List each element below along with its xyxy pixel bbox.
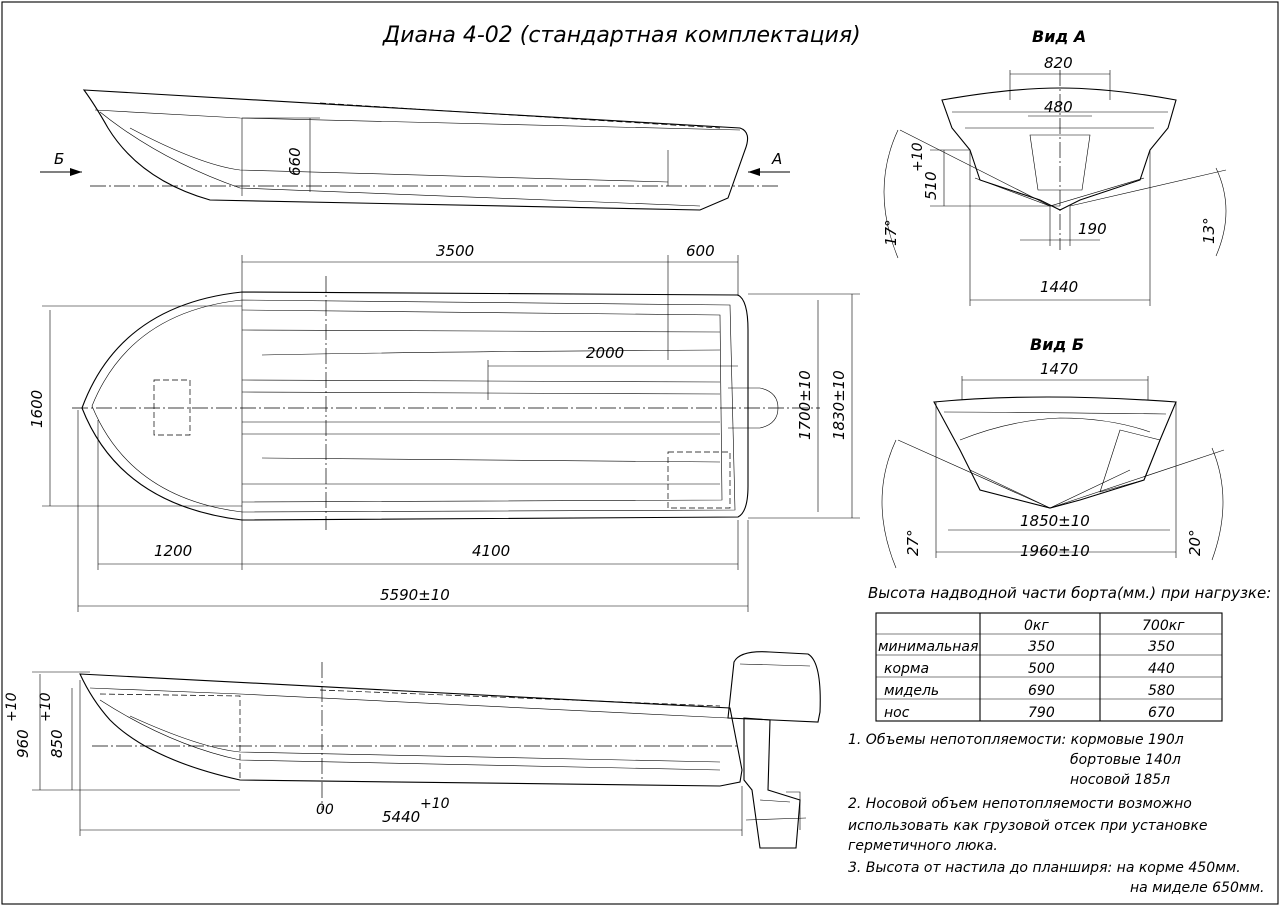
drawing-title: Диана 4-02 (стандартная комплектация) xyxy=(382,23,861,48)
dim-2000: 2000 xyxy=(586,344,624,362)
table-header-0: 0кг xyxy=(1024,618,1049,634)
table-cell: 670 xyxy=(1148,705,1175,721)
dim-660: 660 xyxy=(286,147,304,176)
dim-1200: 1200 xyxy=(154,542,192,560)
table-caption: Высота надводной части борта(мм.) при на… xyxy=(868,584,1271,602)
va-480: 480 xyxy=(1044,98,1073,116)
dim-600: 600 xyxy=(686,242,715,260)
view-a: Вид А 820 480 510 +10 190 1440 17° 13° xyxy=(882,27,1227,306)
outboard-motor xyxy=(727,651,821,849)
va-13: 13° xyxy=(1200,217,1218,244)
dim-960: 960 xyxy=(14,729,32,758)
view-a-title: Вид А xyxy=(1032,27,1086,46)
note-2b: использовать как грузовой отсек при уста… xyxy=(848,818,1208,834)
va-1440: 1440 xyxy=(1040,278,1078,296)
note-2a: 2. Носовой объем непотопляемости возможн… xyxy=(848,796,1192,812)
table-cell: 790 xyxy=(1028,705,1055,721)
vb-1470: 1470 xyxy=(1040,360,1078,378)
side-view-top: 660 Б А xyxy=(40,89,790,211)
dim-5590: 5590±10 xyxy=(380,586,450,604)
table-cell: 580 xyxy=(1148,683,1175,699)
notes: 1. Объемы непотопляемости: кормовые 190л… xyxy=(848,732,1264,896)
table-cell: 440 xyxy=(1148,661,1175,677)
vb-20: 20° xyxy=(1186,529,1204,556)
dim-1830: 1830±10 xyxy=(830,370,848,440)
note-3a: 3. Высота от настила до планширя: на кор… xyxy=(848,860,1241,876)
note-1b: бортовые 140л xyxy=(1070,752,1181,768)
va-190: 190 xyxy=(1078,220,1107,238)
table-row-label: нос xyxy=(884,705,910,721)
note-2c: герметичного люка. xyxy=(848,838,998,854)
dim-850: 850 xyxy=(48,729,66,758)
table-cell: 350 xyxy=(1028,639,1055,655)
vb-1960: 1960±10 xyxy=(1020,542,1090,560)
va-820: 820 xyxy=(1044,54,1073,72)
table-row-label: корма xyxy=(884,661,929,677)
side-view-bottom: 00 960 +10 850 +10 5440 +10 xyxy=(4,651,821,849)
table-cell: 690 xyxy=(1028,683,1055,699)
note-3b: на миделе 650мм. xyxy=(1130,880,1264,896)
table-cell: 500 xyxy=(1028,661,1055,677)
arrow-a-label: А xyxy=(771,150,782,168)
view-b: Вид Б 1470 1850±10 1960±10 27° 20° xyxy=(881,335,1225,569)
view-b-title: Вид Б xyxy=(1030,335,1084,354)
arrow-b-label: Б xyxy=(54,150,64,168)
table-row-label: минимальная xyxy=(878,639,978,655)
va-17: 17° xyxy=(882,219,900,246)
note-1c: носовой 185л xyxy=(1070,772,1170,788)
dim-850-tol: +10 xyxy=(38,692,54,722)
note-1a: 1. Объемы непотопляемости: кормовые 190л xyxy=(848,732,1184,748)
dim-3500: 3500 xyxy=(436,242,474,260)
dim-5440-tol: +10 xyxy=(420,796,450,812)
freeboard-table: Высота надводной части борта(мм.) при на… xyxy=(868,584,1271,722)
table-cell: 350 xyxy=(1148,639,1175,655)
dim-1600: 1600 xyxy=(28,390,46,428)
dim-1700: 1700±10 xyxy=(796,370,814,440)
dim-4100: 4100 xyxy=(472,542,510,560)
va-510-tol: +10 xyxy=(910,142,926,172)
dim-5440: 5440 xyxy=(382,808,420,826)
dim-00: 00 xyxy=(316,802,334,818)
plan-view: 3500 600 2000 1600 1700±10 1830±10 1200 … xyxy=(28,242,860,612)
va-510: 510 xyxy=(922,171,940,200)
table-row-label: мидель xyxy=(884,683,939,699)
vb-27: 27° xyxy=(904,529,922,556)
table-header-700: 700кг xyxy=(1142,618,1185,634)
vb-1850: 1850±10 xyxy=(1020,512,1090,530)
dim-960-tol: +10 xyxy=(4,692,20,722)
